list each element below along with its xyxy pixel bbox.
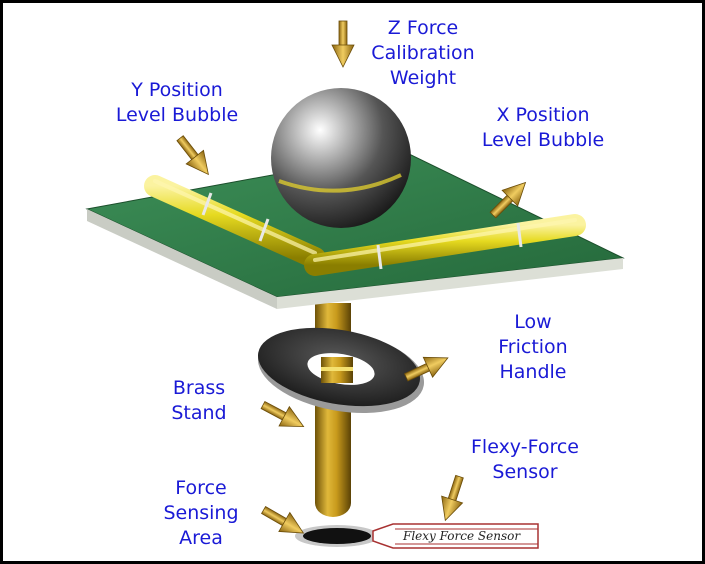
label-z-force-line3: Weight [390, 67, 456, 89]
flexy-force-sensor: Flexy Force Sensor [295, 523, 539, 549]
low-friction-handle [257, 327, 425, 414]
label-z-force-line1: Z Force [388, 17, 458, 39]
y-level-bubble [144, 175, 326, 269]
apparatus-diagram: Flexy Force Sensor Z Force Calibration W… [85, 17, 625, 549]
label-handle: Low Friction Handle [498, 311, 567, 383]
label-handle-line2: Friction [498, 336, 567, 358]
label-x-bubble: X Position Level Bubble [482, 104, 604, 151]
label-sensor: Flexy-Force Sensor [471, 436, 579, 483]
label-x-bubble-line2: Level Bubble [482, 129, 604, 151]
label-z-force: Z Force Calibration Weight [371, 17, 474, 89]
label-handle-line3: Handle [499, 361, 566, 383]
label-area-line3: Area [179, 527, 223, 549]
label-stand-line1: Brass [173, 377, 225, 399]
label-x-bubble-line1: X Position [496, 104, 589, 126]
label-handle-line1: Low [514, 311, 551, 333]
label-stand: Brass Stand [171, 377, 226, 424]
label-sensor-line1: Flexy-Force [471, 436, 579, 458]
arrow-sensor [434, 472, 471, 525]
x-level-bubble [304, 214, 586, 276]
label-z-force-line2: Calibration [371, 42, 474, 64]
sensor-strip-text: Flexy Force Sensor [402, 529, 521, 543]
arrow-z-force [331, 20, 355, 68]
label-y-bubble-line1: Y Position [130, 79, 223, 101]
label-sensor-line2: Sensor [492, 461, 557, 483]
label-area-line2: Sensing [163, 502, 238, 524]
arrow-stand [257, 394, 310, 437]
calibration-weight [271, 88, 411, 228]
label-stand-line2: Stand [171, 402, 226, 424]
label-y-bubble-line2: Level Bubble [116, 104, 238, 126]
label-y-bubble: Y Position Level Bubble [116, 79, 238, 126]
label-area-line1: Force [175, 477, 226, 499]
label-area: Force Sensing Area [163, 477, 238, 549]
arrow-y-bubble [170, 131, 218, 182]
